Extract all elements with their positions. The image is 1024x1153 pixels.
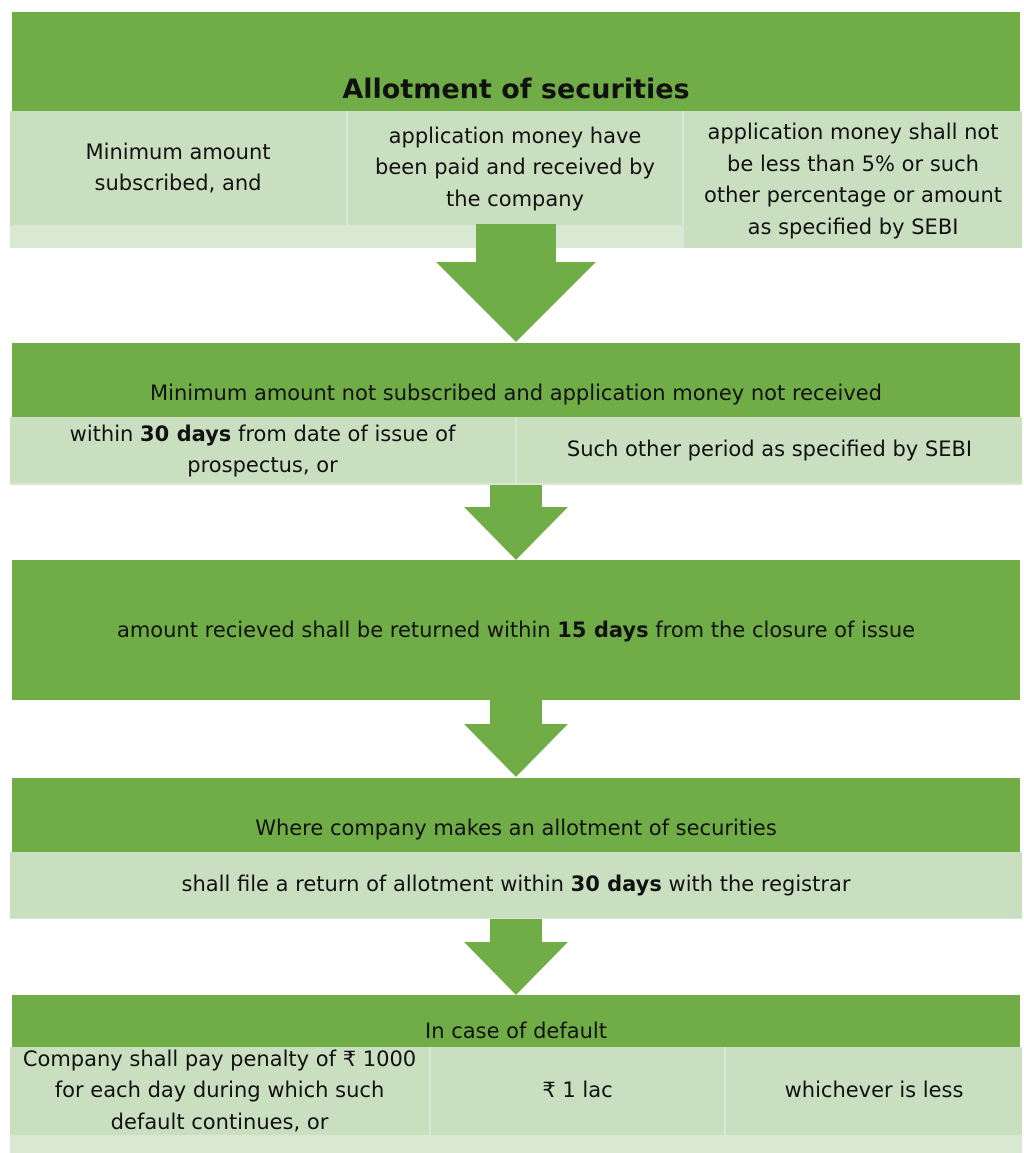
allotment-made-header: Where company makes an allotment of secu… bbox=[12, 778, 1020, 852]
condition-application-money-percentage: application money shall not be less than… bbox=[684, 111, 1022, 248]
penalty-one-lac-cell: ₹ 1 lac bbox=[431, 1047, 724, 1135]
refund-box: amount recieved shall be returned within… bbox=[12, 560, 1020, 700]
down-arrow-icon bbox=[464, 485, 568, 560]
down-arrow-icon bbox=[436, 224, 596, 342]
return-text-pre: shall file a return of allotment within bbox=[181, 872, 571, 897]
period-thirty-days-cell: within 30 days from date of issue of pro… bbox=[10, 417, 515, 483]
refund-text-post: from the closure of issue bbox=[648, 618, 916, 642]
period-thirty-days-pre: within bbox=[69, 421, 141, 446]
penalty-per-day-cell: Company shall pay penalty of ₹ 1000 for … bbox=[10, 1047, 429, 1135]
return-text-post: with the registrar bbox=[661, 872, 851, 897]
return-text-bold: 30 days bbox=[570, 872, 662, 897]
condition-application-money-paid: application money have been paid and rec… bbox=[348, 111, 682, 225]
period-thirty-days-bold: 30 days bbox=[140, 421, 232, 446]
not-subscribed-header: Minimum amount not subscribed and applic… bbox=[12, 343, 1020, 417]
down-arrow-icon bbox=[464, 700, 568, 777]
whichever-is-less-cell: whichever is less bbox=[726, 1047, 1022, 1135]
default-header: In case of default bbox=[12, 995, 1020, 1047]
refund-text-pre: amount recieved shall be returned within bbox=[116, 618, 558, 642]
refund-text-bold: 15 days bbox=[557, 618, 649, 642]
period-thirty-days-post: from date of issue of prospectus, or bbox=[187, 421, 456, 478]
allotment-header-bar bbox=[12, 12, 1020, 111]
return-of-allotment-cell: shall file a return of allotment within … bbox=[10, 852, 1022, 918]
period-sebi-cell: Such other period as specified by SEBI bbox=[517, 417, 1022, 483]
down-arrow-icon bbox=[464, 919, 568, 995]
allotment-title: Allotment of securities bbox=[342, 74, 690, 105]
condition-minimum-amount: Minimum amount subscribed, and bbox=[10, 111, 346, 225]
